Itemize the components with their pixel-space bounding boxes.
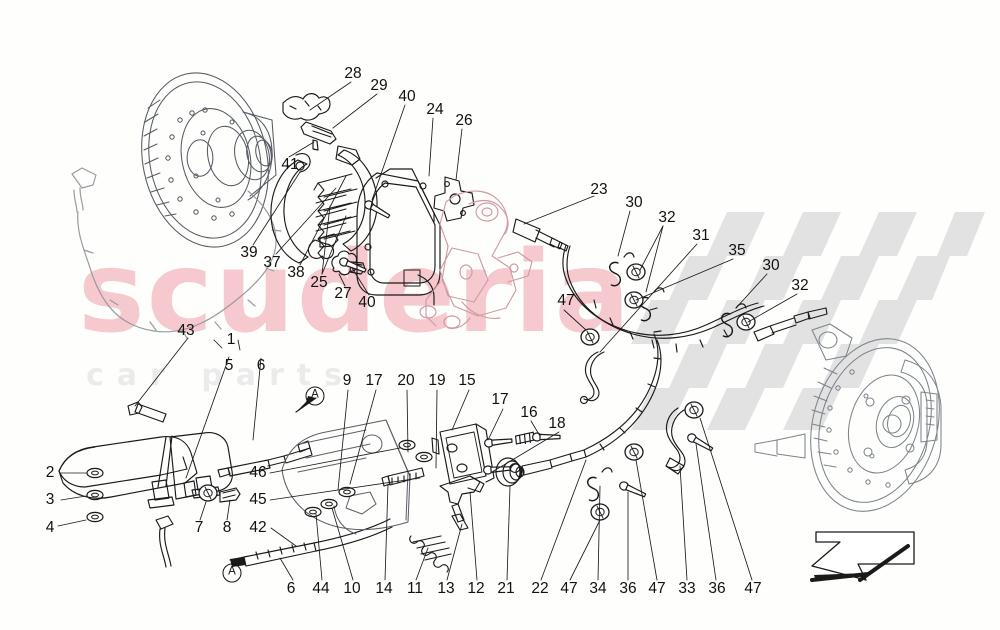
callout-number-15[interactable]: 15 (458, 372, 476, 389)
callout-number-26[interactable]: 26 (455, 112, 473, 129)
callout-number-41[interactable]: 41 (281, 156, 299, 173)
callout-number-17[interactable]: 17 (491, 391, 509, 408)
callout-number-3[interactable]: 3 (45, 491, 55, 508)
callout-number-37[interactable]: 37 (263, 254, 281, 271)
callout-number-36[interactable]: 36 (708, 580, 726, 597)
callout-number-22[interactable]: 22 (531, 580, 549, 597)
callout-number-31[interactable]: 31 (692, 227, 710, 244)
callout-number-13[interactable]: 13 (437, 580, 455, 597)
callout-number-39[interactable]: 39 (240, 244, 258, 261)
callout-number-24[interactable]: 24 (426, 101, 444, 118)
callout-number-19[interactable]: 19 (428, 372, 446, 389)
callout-number-34[interactable]: 34 (589, 580, 607, 597)
callout-number-18[interactable]: 18 (548, 415, 566, 432)
callout-number-16[interactable]: 16 (520, 404, 538, 421)
callout-number-45[interactable]: 45 (249, 491, 267, 508)
callout-number-12[interactable]: 12 (467, 580, 485, 597)
callout-number-35[interactable]: 35 (728, 242, 746, 259)
callout-number-10[interactable]: 10 (343, 580, 361, 597)
callout-number-23[interactable]: 23 (590, 181, 608, 198)
callout-number-28[interactable]: 28 (344, 65, 362, 82)
callout-number-30[interactable]: 30 (762, 257, 780, 274)
callout-number-47[interactable]: 47 (744, 580, 762, 597)
callout-number-36[interactable]: 36 (619, 580, 637, 597)
callout-number-9[interactable]: 9 (342, 372, 352, 389)
section-marker-a: A (305, 386, 325, 406)
callout-number-44[interactable]: 44 (312, 580, 330, 597)
callout-number-42[interactable]: 42 (249, 519, 267, 536)
callout-number-21[interactable]: 21 (497, 580, 515, 597)
section-marker-a: A (222, 563, 242, 583)
callout-number-6[interactable]: 6 (256, 357, 266, 374)
callout-number-20[interactable]: 20 (397, 372, 415, 389)
callout-number-32[interactable]: 32 (791, 277, 809, 294)
callout-number-47[interactable]: 47 (557, 292, 575, 309)
callout-number-4[interactable]: 4 (45, 519, 55, 536)
callout-number-25[interactable]: 25 (310, 274, 328, 291)
callout-number-47[interactable]: 47 (648, 580, 666, 597)
callout-number-2[interactable]: 2 (45, 464, 55, 481)
callout-number-8[interactable]: 8 (222, 519, 232, 536)
callout-number-46[interactable]: 46 (249, 464, 267, 481)
callout-number-40[interactable]: 40 (398, 88, 416, 105)
callout-number-14[interactable]: 14 (375, 580, 393, 597)
callout-number-32[interactable]: 32 (658, 209, 676, 226)
callout-number-7[interactable]: 7 (194, 519, 204, 536)
callout-number-27[interactable]: 27 (334, 285, 352, 302)
callout-number-47[interactable]: 47 (560, 580, 578, 597)
callout-number-6[interactable]: 6 (286, 580, 296, 597)
callout-number-43[interactable]: 43 (177, 322, 195, 339)
callout-number-1[interactable]: 1 (226, 331, 236, 348)
callout-number-11[interactable]: 11 (406, 580, 424, 597)
callout-number-38[interactable]: 38 (287, 264, 305, 281)
callout-number-17[interactable]: 17 (365, 372, 383, 389)
callout-number-30[interactable]: 30 (625, 194, 643, 211)
callout-number-5[interactable]: 5 (224, 357, 234, 374)
callout-number-40[interactable]: 40 (358, 294, 376, 311)
callout-number-33[interactable]: 33 (678, 580, 696, 597)
callout-number-29[interactable]: 29 (370, 77, 388, 94)
